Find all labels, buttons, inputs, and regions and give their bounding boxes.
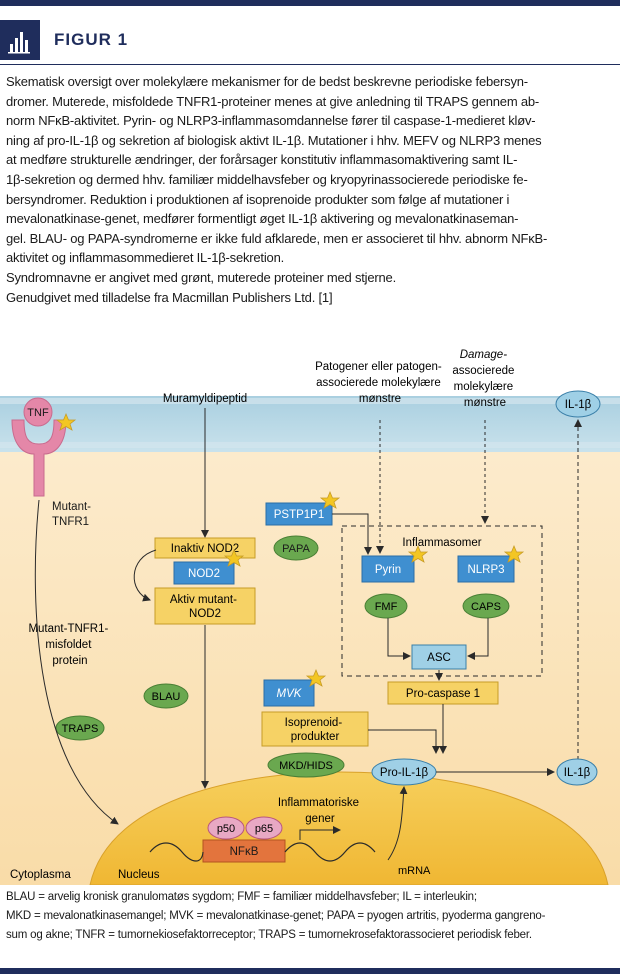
nfkb-box — [202, 839, 286, 863]
pathogen-label: Patogener eller patogen- associerede mol… — [315, 361, 445, 405]
nucleus-label: Nucleus — [118, 869, 160, 881]
transcription-arrow — [299, 826, 341, 840]
il1b-mature-label: IL-1β — [564, 767, 591, 779]
pyrin-box — [361, 555, 415, 583]
isoprenoid-box — [261, 711, 369, 747]
inflammasome-label: Inflammasomer — [402, 537, 481, 549]
caption-line: gel. BLAU- og PAPA-syndromerne er ikke f… — [6, 230, 548, 246]
asc-box — [411, 644, 467, 670]
abbreviations: BLAU = arvelig kronisk granulomatøs sygd… — [6, 888, 612, 945]
caps-label: CAPS — [471, 601, 501, 613]
il1b-mature — [556, 758, 598, 786]
caption-line: Syndromnavne er angivet med grønt, muter… — [6, 269, 397, 285]
pro-caspase-label: Pro-caspase 1 — [406, 688, 480, 700]
pstpip1-label: PSTP1P1 — [274, 509, 325, 521]
dna-strand-left — [149, 842, 204, 862]
nod2-label: NOD2 — [188, 568, 220, 580]
mrna-to-proil1b-arrow — [387, 786, 408, 861]
nod2-activation-arrow — [133, 549, 157, 602]
damage-label: Damage- associerede molekylære mønstre — [452, 349, 517, 409]
caption-line: mevalonatkinase-genet, medfører formentl… — [6, 211, 519, 227]
mrna-label: mRNA — [398, 865, 431, 877]
active-mutant-nod2-box — [154, 587, 256, 625]
p65-subunit — [245, 816, 283, 840]
asc-label: ASC — [427, 652, 451, 664]
isoprenoid-label: Isoprenoid- produkter — [285, 717, 346, 743]
caption-line: 1β-sekretion og dermed hhv. familiær mid… — [6, 171, 528, 187]
nlrp3-star-icon — [503, 544, 525, 563]
mutant-tnfr1-label: Mutant- TNFR1 — [52, 501, 94, 528]
caption-line: norm NFκB-aktivitet. Pyrin- og NLRP3-inf… — [6, 113, 536, 129]
pyrin-label: Pyrin — [375, 564, 401, 576]
pyrin-to-asc-arrow — [387, 618, 411, 660]
abbrev-line: sum og akne; TNFR = tumornekiosefaktorre… — [6, 929, 532, 941]
figure-header: FIGUR 1 — [0, 6, 620, 65]
caption-line: dromer. Muterede, misfoldede TNFR1-prote… — [6, 93, 540, 109]
mkd-hids-syndrome — [267, 752, 345, 778]
traps-label: TRAPS — [62, 723, 99, 735]
mkd-hids-label: MKD/HIDS — [279, 760, 333, 772]
figure-caption: Skematisk oversigt over molekylære mekan… — [6, 72, 612, 307]
abbrev-line: MKD = mevalonatkinasemangel; MVK = meval… — [6, 910, 546, 922]
papa-syndrome — [273, 535, 319, 561]
inactive-nod2-box — [154, 537, 256, 559]
dna-strand-right — [284, 842, 376, 862]
header-divider — [0, 64, 620, 65]
membrane-lipid-heads — [0, 398, 620, 448]
inactive-nod2-label: Inaktiv NOD2 — [171, 543, 239, 555]
caps-syndrome — [462, 593, 510, 619]
blau-label: BLAU — [152, 691, 181, 703]
inflammatory-genes-label: Inflammatoriske gener — [278, 797, 362, 825]
p50-label: p50 — [217, 823, 235, 835]
mechanism-diagram: TNF Mutant- TNFR1 Muramyldipeptid Patoge… — [0, 340, 620, 886]
caption-line: Genudgivet med tilladelse fra Macmillan … — [6, 289, 333, 305]
blau-syndrome — [143, 683, 189, 709]
top-rule — [0, 0, 620, 6]
caption-line: bersyndromer. Reduktion i produktionen a… — [6, 191, 510, 207]
mvk-label: MVK — [277, 688, 303, 700]
fmf-label: FMF — [375, 601, 398, 613]
caption-line: aktivitet og inflammasommedieret IL-1β-s… — [6, 250, 285, 266]
il1b-secreted — [555, 390, 601, 418]
caption-line: Skematisk oversigt over molekylære mekan… — [6, 74, 528, 89]
nod2-box — [173, 561, 235, 585]
pstpip1-to-pyrin-arrow — [332, 513, 372, 555]
il1b-secreted-label: IL-1β — [565, 399, 592, 411]
pro-il1b-label: Pro-IL-1β — [380, 767, 429, 779]
papa-label: PAPA — [282, 543, 310, 555]
figure-title: FIGUR 1 — [54, 30, 129, 49]
caption-line: at medføre strukturelle ændringer, der f… — [6, 152, 518, 168]
nlrp3-box — [457, 555, 515, 583]
tnfr1-to-nucleus-arrow — [34, 499, 119, 825]
nlrp3-to-asc-arrow — [467, 618, 489, 660]
cytoplasma-label: Cytoplasma — [10, 869, 71, 881]
bottom-rule — [0, 968, 620, 974]
tnfr1-star-icon — [55, 412, 77, 431]
pstpip1-star-icon — [319, 490, 341, 509]
isoprenoid-arrow — [368, 729, 440, 754]
nlrp3-label: NLRP3 — [467, 564, 504, 576]
caption-line: ning af pro-IL-1β og sekretion af biolog… — [6, 132, 542, 148]
nod2-star-icon — [223, 548, 245, 567]
mvk-box — [263, 679, 315, 707]
p50-subunit — [207, 816, 245, 840]
pyrin-star-icon — [407, 544, 429, 563]
tnf-ligand — [23, 397, 53, 427]
mvk-star-icon — [305, 668, 327, 687]
tnf-label: TNF — [27, 407, 49, 419]
diagram-svg: TNF Mutant- TNFR1 Muramyldipeptid Patoge… — [0, 340, 620, 886]
abbrev-line: BLAU = arvelig kronisk granulomatøs sygd… — [6, 891, 477, 903]
nfkb-label: NFκB — [230, 846, 259, 858]
muramyl-label: Muramyldipeptid — [163, 393, 247, 405]
bar-chart-icon — [0, 20, 40, 60]
fmf-syndrome — [364, 593, 408, 619]
p65-label: p65 — [255, 823, 273, 835]
misfolded-protein-label: Mutant-TNFR1- misfoldet protein — [28, 623, 111, 667]
traps-syndrome — [55, 715, 105, 741]
active-mutant-nod2-label: Aktiv mutant- NOD2 — [170, 594, 240, 620]
